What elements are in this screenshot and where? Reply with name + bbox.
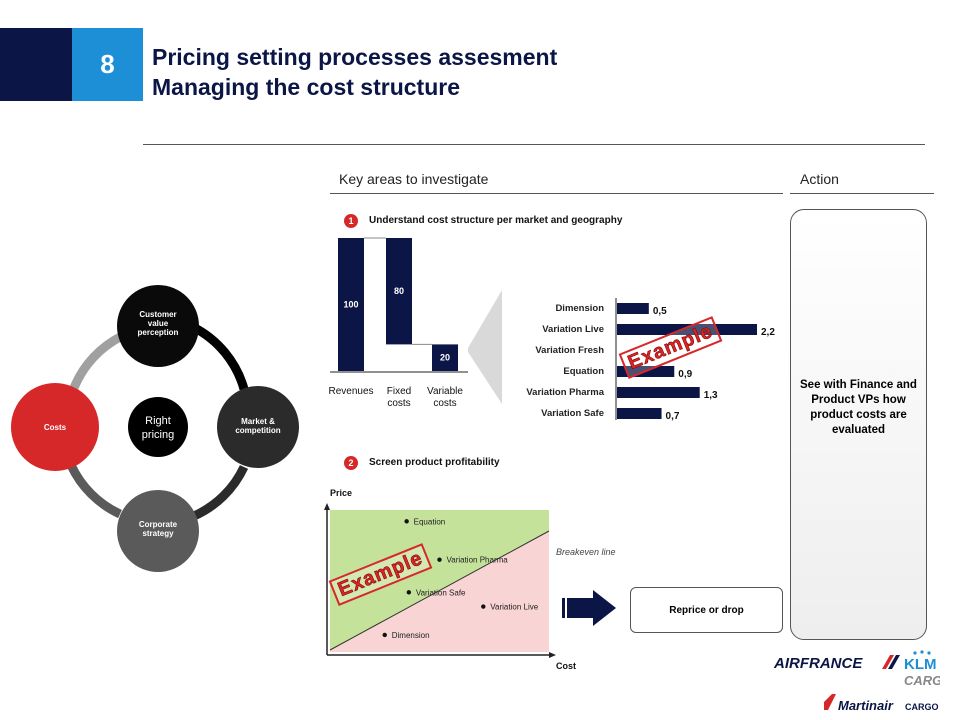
header-navy-block — [0, 28, 72, 101]
cycle-node-costs — [11, 383, 99, 471]
cargo-logo: CARGO — [904, 673, 940, 688]
slide-number: 8 — [72, 28, 143, 101]
reprice-or-drop-box: Reprice or drop — [630, 587, 783, 633]
product-point — [437, 557, 442, 562]
svg-text:value: value — [148, 319, 169, 328]
cycle-node-label-3: Corporate — [139, 520, 178, 529]
cost-bar — [617, 387, 700, 398]
waterfall-category-label: Revenues — [328, 386, 373, 397]
svg-text:strategy: strategy — [142, 529, 174, 538]
y-axis-label: Price — [330, 488, 352, 498]
cycle-node-label-1: Customer — [139, 310, 176, 319]
cycle-node-customer-value — [117, 285, 199, 367]
waterfall-bar — [338, 238, 364, 371]
cost-bar — [617, 324, 757, 335]
section-key-areas-rule — [330, 193, 783, 194]
product-point-label: Dimension — [392, 631, 430, 640]
bar-category-label: Dimension — [555, 303, 604, 314]
zoom-wedge — [468, 290, 502, 404]
airline-logos: AIRFRANCE KLM CARGO Martinair CARGO — [773, 650, 940, 713]
martinair-icon — [824, 694, 836, 710]
bar-category-label: Variation Live — [542, 324, 604, 335]
waterfall-value-label: 100 — [343, 300, 358, 310]
airfrance-logo: AIRFRANCE — [773, 655, 863, 672]
cycle-arc-3 — [66, 463, 122, 519]
bar-value-label: 0,7 — [666, 411, 680, 422]
x-axis-label: Cost — [556, 661, 576, 671]
cost-bar — [617, 303, 649, 314]
svg-text:competition: competition — [235, 426, 280, 435]
cycle-node-label-2: Market & — [241, 417, 275, 426]
step2-title: Screen product profitability — [369, 457, 500, 468]
bar-value-label: 2,2 — [761, 327, 775, 338]
section-key-areas: Key areas to investigate — [339, 171, 489, 187]
profitability-chart: Price Breakeven line Cost EquationVariat… — [324, 488, 616, 671]
waterfall-bar — [432, 344, 458, 371]
waterfall-value-label: 20 — [440, 353, 450, 363]
breakeven-line — [329, 530, 550, 651]
product-point — [481, 604, 486, 609]
section-action: Action — [800, 171, 839, 187]
breakeven-label: Breakeven line — [556, 547, 616, 557]
martinair-logo: Martinair — [838, 698, 894, 713]
step1-badge: 1 — [344, 214, 358, 228]
waterfall-value-label: 80 — [394, 286, 404, 296]
cycle-arc-4 — [69, 331, 125, 390]
cost-bar — [617, 366, 675, 377]
product-point — [404, 519, 409, 524]
product-point — [382, 632, 387, 638]
cost-bar — [617, 408, 662, 419]
bar-value-label: 0,9 — [678, 369, 692, 380]
product-point-label: Variation Safe — [416, 588, 466, 597]
step1-title: Understand cost structure per market and… — [369, 215, 623, 226]
step2-badge: 2 — [344, 456, 358, 470]
page-title: Pricing setting processes assesment — [152, 44, 558, 70]
bar-category-label: Variation Safe — [541, 408, 604, 419]
cycle-arc-2 — [192, 464, 249, 521]
cycle-node-corporate-strategy — [117, 490, 199, 572]
bar-value-label: 1,3 — [704, 390, 718, 401]
cycle-center — [128, 397, 188, 457]
pricing-cycle-diagram: Customer value perception Market & compe… — [11, 285, 299, 572]
cycle-node-label-4: Costs — [44, 423, 67, 432]
cycle-arc-1 — [190, 322, 249, 391]
klm-crown-icon — [913, 650, 931, 655]
page-subtitle: Managing the cost structure — [152, 74, 460, 100]
klm-logo: KLM — [904, 656, 937, 673]
bar-category-label: Variation Fresh — [535, 345, 604, 356]
product-point-label: Equation — [414, 517, 446, 526]
product-point — [406, 590, 412, 595]
cycle-node-market — [217, 386, 299, 468]
cycle-center-label-2: pricing — [142, 429, 174, 441]
svg-text:perception: perception — [138, 328, 179, 337]
product-point-label: Variation Pharma — [447, 556, 509, 565]
action-text: See with Finance and Product VPs how pro… — [800, 379, 917, 436]
martinair-cargo-logo: CARGO — [905, 702, 939, 712]
header-divider — [143, 144, 925, 145]
bar-value-label: 0,5 — [653, 306, 667, 317]
waterfall-bar — [386, 238, 412, 345]
section-action-rule — [790, 193, 934, 194]
bar-category-label: Variation Pharma — [526, 387, 604, 398]
arrow-icon — [562, 590, 616, 626]
action-panel — [790, 209, 927, 640]
cycle-center-label-1: Right — [145, 415, 171, 427]
product-point-label: Variation Live — [490, 603, 538, 612]
bar-category-label: Equation — [563, 366, 604, 377]
